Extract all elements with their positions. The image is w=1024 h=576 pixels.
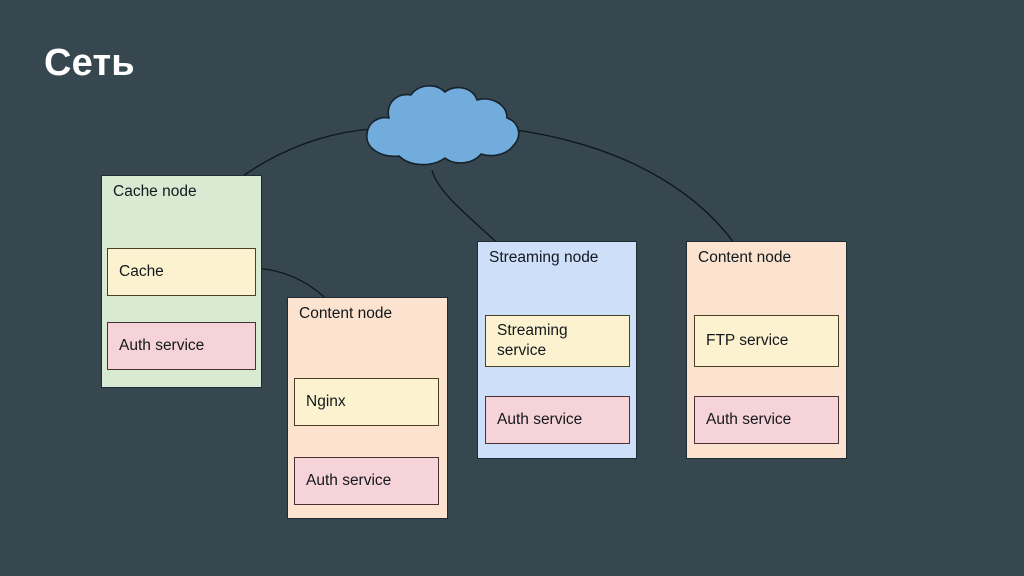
node-title-streaming-node: Streaming node bbox=[489, 249, 599, 266]
service-label-auth-service-content-right: Auth service bbox=[706, 410, 792, 428]
service-label-ftp-service: FTP service bbox=[706, 331, 789, 349]
service-box-ftp-service[interactable]: FTP service bbox=[694, 315, 839, 367]
service-box-auth-service-content-left[interactable]: Auth service bbox=[294, 457, 439, 505]
cloud-node[interactable] bbox=[355, 84, 525, 172]
page-title: Сеть bbox=[44, 42, 135, 84]
service-box-streaming-service[interactable]: Streaming service bbox=[485, 315, 630, 367]
service-box-auth-service-content-right[interactable]: Auth service bbox=[694, 396, 839, 444]
service-box-auth-service-cache[interactable]: Auth service bbox=[107, 322, 256, 370]
service-label-auth-service-cache: Auth service bbox=[119, 336, 205, 354]
service-label-cache: Cache bbox=[119, 262, 164, 280]
service-label-nginx: Nginx bbox=[306, 392, 346, 410]
service-box-nginx[interactable]: Nginx bbox=[294, 378, 439, 426]
service-label-auth-service-streaming: Auth service bbox=[497, 410, 583, 428]
service-box-cache[interactable]: Cache bbox=[107, 248, 256, 296]
service-label-auth-service-content-left: Auth service bbox=[306, 471, 392, 489]
node-title-content-node-right: Content node bbox=[698, 249, 792, 266]
cloud-icon bbox=[366, 85, 520, 166]
node-title-content-node-left: Content node bbox=[299, 305, 393, 322]
service-label-streaming-service: Streaming service bbox=[497, 321, 568, 359]
service-box-auth-service-streaming[interactable]: Auth service bbox=[485, 396, 630, 444]
node-title-cache-node: Cache node bbox=[113, 183, 197, 200]
